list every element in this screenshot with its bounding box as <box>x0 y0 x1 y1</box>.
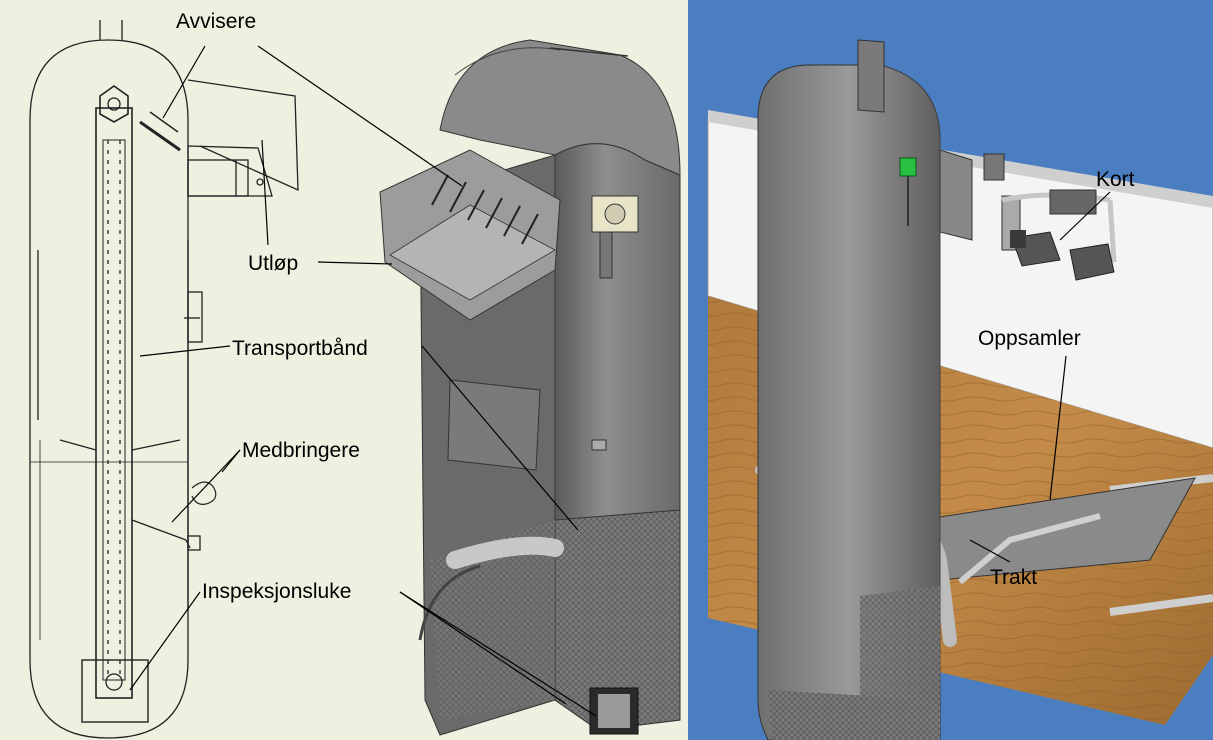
label-inspeksjonsluke: Inspeksjonsluke <box>202 580 351 603</box>
label-kort: Kort <box>1096 168 1135 191</box>
outlet-chute-drawing <box>187 79 299 192</box>
access-panel <box>447 379 541 471</box>
inspection-hatch-drawing <box>81 659 149 723</box>
leader-lines-right <box>969 191 1111 563</box>
isometric-housing <box>379 39 681 736</box>
side-elevation-drawing <box>29 20 299 739</box>
conveyor-column <box>95 107 133 699</box>
label-utlop: Utløp <box>248 252 298 275</box>
right-panel: Kort Oppsamler Trakt <box>688 0 1213 740</box>
green-sensor <box>899 157 917 177</box>
label-trakt: Trakt <box>990 566 1037 589</box>
label-oppsamler: Oppsamler <box>978 327 1081 350</box>
drive-motor <box>591 195 639 233</box>
label-medbringere: Medbringere <box>242 439 360 462</box>
tail-sprocket <box>105 673 123 691</box>
head-sprocket <box>99 85 129 123</box>
label-transportband: Transportbånd <box>232 337 368 360</box>
brush-unit <box>1001 189 1117 281</box>
deflector-plate <box>139 120 181 152</box>
leader-lines <box>129 45 597 717</box>
inlet-pipe <box>446 536 564 569</box>
housing-top-dome <box>439 39 681 176</box>
left-panel: Avvisere Utløp Transportbånd Medbringere… <box>0 0 688 740</box>
flight-bar <box>59 439 97 451</box>
deflector-fins <box>431 174 539 245</box>
label-avvisere: Avvisere <box>176 10 256 33</box>
